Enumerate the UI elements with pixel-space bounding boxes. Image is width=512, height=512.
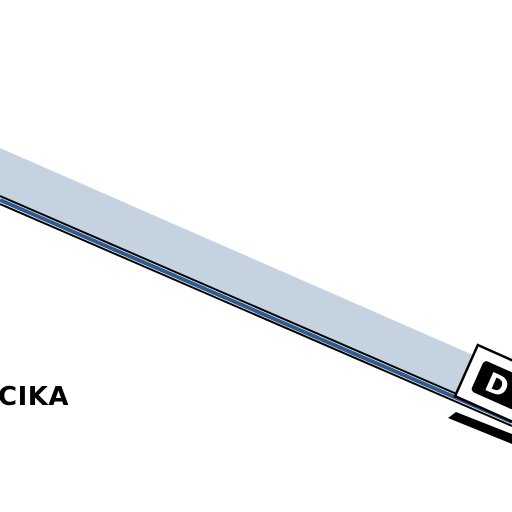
route-sign-shadow xyxy=(448,412,512,444)
route-band xyxy=(0,148,512,418)
route-badge xyxy=(471,361,512,410)
route-edge-line xyxy=(0,195,512,419)
route-edge-line xyxy=(0,198,512,424)
route-edge-line xyxy=(0,203,512,427)
route-end-sign[interactable]: D xyxy=(453,343,512,424)
place-label: CIKA xyxy=(0,382,70,412)
